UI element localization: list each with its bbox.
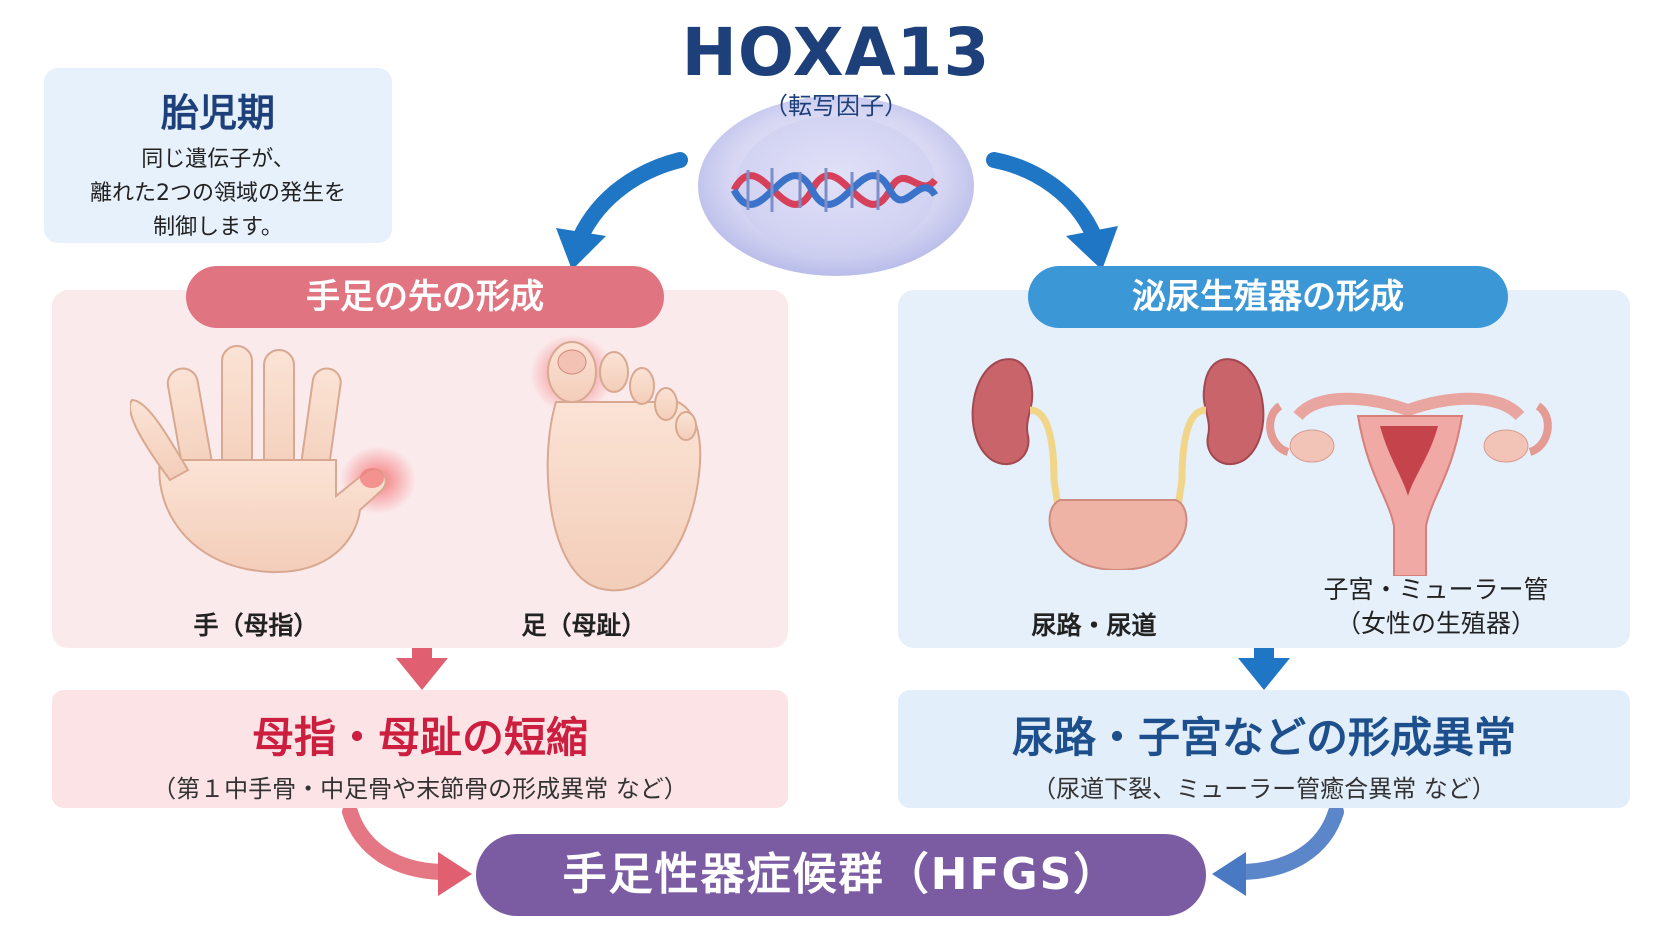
urogenital-result-detail: （尿道下裂、ミューラー管癒合異常 など） (1032, 775, 1496, 803)
urinary-label: 尿路・尿道 (1031, 611, 1157, 640)
hfgs-final-pill: 手足性器症候群（HFGS） (476, 834, 1206, 916)
foot-label: 足（母趾） (521, 611, 647, 640)
hand-icon (130, 345, 416, 574)
limb-result-box: 母指・母趾の短縮 （第１中手骨・中足骨や末節骨の形成異常 など） (52, 690, 788, 808)
limb-result-detail: （第１中手骨・中足骨や末節骨の形成異常 など） (152, 775, 688, 803)
foot-icon (530, 334, 702, 592)
urogenital-panel (898, 290, 1630, 648)
uterus-sublabel: （女性の生殖器） (1335, 609, 1536, 638)
arrow-icon (342, 804, 472, 896)
info-line: 制御します。 (153, 215, 283, 240)
arrow-icon (1212, 804, 1344, 896)
hand-label: 手（母指） (193, 611, 319, 640)
limb-formation-pill: 手足の先の形成 (186, 266, 664, 328)
info-line: 離れた2つの領域の発生を (90, 181, 346, 206)
urogenital-result-title: 尿路・子宮などの形成異常 (1011, 713, 1516, 762)
info-line: 同じ遺伝子が、 (141, 147, 295, 172)
info-text: 同じ遺伝子が、 離れた2つの領域の発生を 制御します。 (44, 143, 392, 245)
urogenital-formation-pill: 泌尿生殖器の形成 (1028, 266, 1508, 328)
fetal-info-box: 胎児期 同じ遺伝子が、 離れた2つの領域の発生を 制御します。 (44, 68, 392, 243)
limb-result-title: 母指・母趾の短縮 (251, 713, 588, 762)
kidney-bladder-icon (971, 358, 1265, 570)
uterus-label: 子宮・ミューラー管 (1323, 575, 1549, 604)
urogenital-result-box: 尿路・子宮などの形成異常 （尿道下裂、ミューラー管癒合異常 など） (898, 690, 1630, 808)
arrow-icon (986, 152, 1118, 270)
gene-subtitle: （転写因子） (764, 92, 908, 120)
arrow-icon (556, 152, 688, 270)
uterus-icon (1266, 392, 1552, 576)
dna-sphere-icon (698, 96, 974, 276)
info-title: 胎児期 (160, 91, 275, 135)
gene-title: HOXA13 (681, 14, 991, 91)
